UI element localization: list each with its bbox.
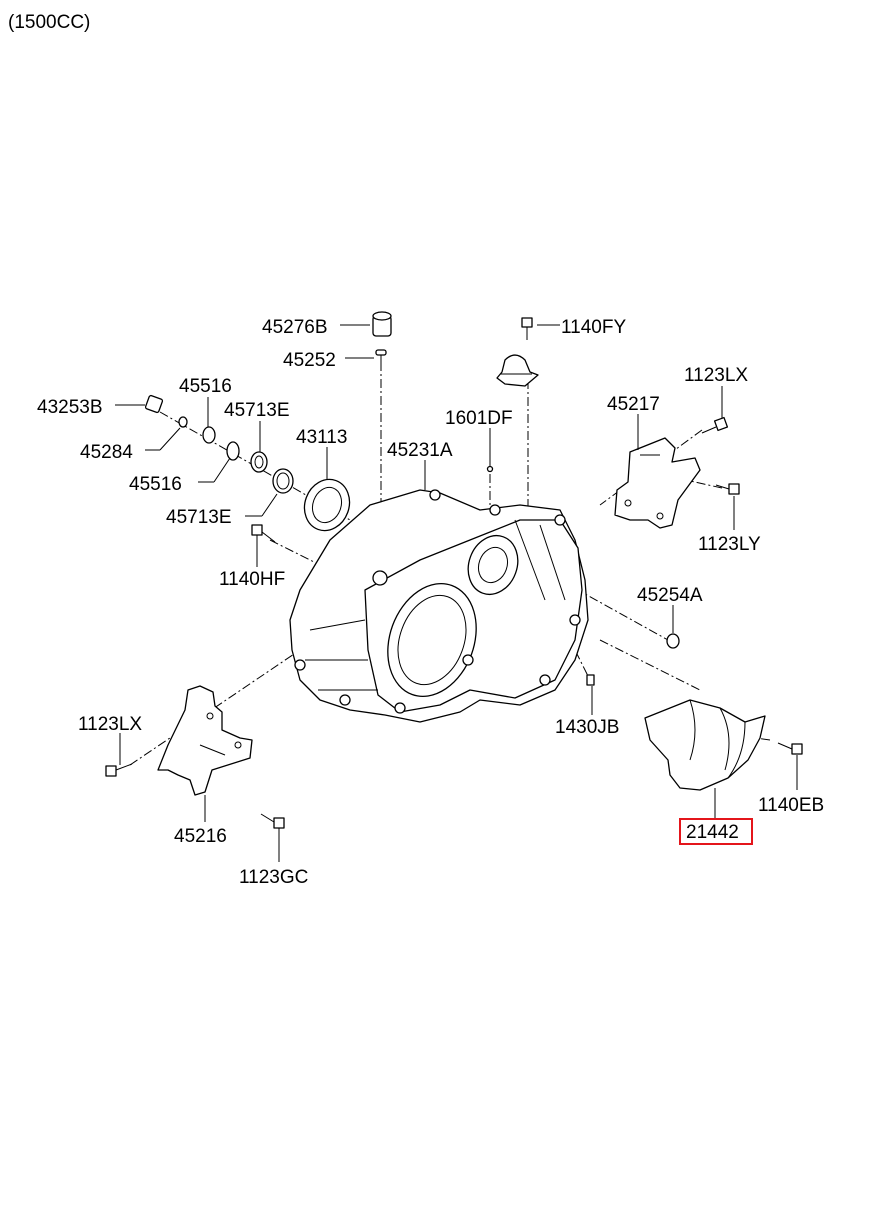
bolt-1140hf xyxy=(251,524,276,543)
label-45231a: 45231A xyxy=(387,440,453,461)
ring-45284 xyxy=(178,416,188,428)
bushing-43253b xyxy=(144,394,164,414)
label-43113: 43113 xyxy=(296,427,347,448)
label-21442[interactable]: 21442 xyxy=(686,822,739,843)
breather-cap xyxy=(496,354,539,387)
pin-45252 xyxy=(375,349,387,364)
cover-21442 xyxy=(644,699,766,791)
plug-45254a xyxy=(666,633,680,649)
bolt-1123lx-lower xyxy=(105,763,133,777)
bolt-1123gc xyxy=(260,813,285,829)
leader-lines xyxy=(115,324,798,862)
label-1123lx-lower: 1123LX xyxy=(78,714,142,735)
ring-45516-upper xyxy=(202,426,216,444)
bracket-45216 xyxy=(157,685,253,796)
label-45284: 45284 xyxy=(80,442,133,463)
label-1140eb: 1140EB xyxy=(758,795,824,816)
label-45276b: 45276B xyxy=(262,317,328,338)
label-45516-lower: 45516 xyxy=(129,474,182,495)
label-45216: 45216 xyxy=(174,826,227,847)
ring-45713e-lower xyxy=(272,468,294,494)
bracket-45217 xyxy=(614,437,701,529)
label-1123gc: 1123GC xyxy=(239,867,308,888)
label-1123lx-upper: 1123LX xyxy=(684,365,748,386)
bolt-1123ly xyxy=(715,483,740,495)
label-45252: 45252 xyxy=(283,350,336,371)
label-1430jb: 1430JB xyxy=(555,717,619,738)
label-45516-upper: 45516 xyxy=(179,376,232,397)
label-45217: 45217 xyxy=(607,394,660,415)
label-1140fy: 1140FY xyxy=(561,317,626,338)
plug-1601df xyxy=(486,465,494,473)
ring-45516-lower xyxy=(226,441,240,461)
transaxle-case xyxy=(289,489,589,723)
label-1601df: 1601DF xyxy=(445,408,513,429)
ring-45713e-upper xyxy=(250,451,268,473)
bolt-1140eb xyxy=(777,742,803,755)
selected-part-highlight xyxy=(679,818,753,845)
bolt-1123lx-upper xyxy=(701,416,729,434)
label-1140hf: 1140HF xyxy=(219,569,285,590)
oil-seal-43113 xyxy=(303,478,351,532)
label-43253b: 43253B xyxy=(37,397,103,418)
engine-variant-title: (1500CC) xyxy=(8,12,90,33)
part-labels: 45276B 45252 1140FY 43253B 45516 45713E … xyxy=(37,317,824,888)
label-45254a: 45254A xyxy=(637,585,703,606)
label-1123ly: 1123LY xyxy=(698,534,761,555)
label-45713e-upper: 45713E xyxy=(224,400,290,421)
pin-1430jb xyxy=(586,674,595,686)
plug-cap-45276b xyxy=(372,311,392,337)
bolt-1140fy xyxy=(521,317,533,340)
label-45713e-lower: 45713E xyxy=(166,507,232,528)
